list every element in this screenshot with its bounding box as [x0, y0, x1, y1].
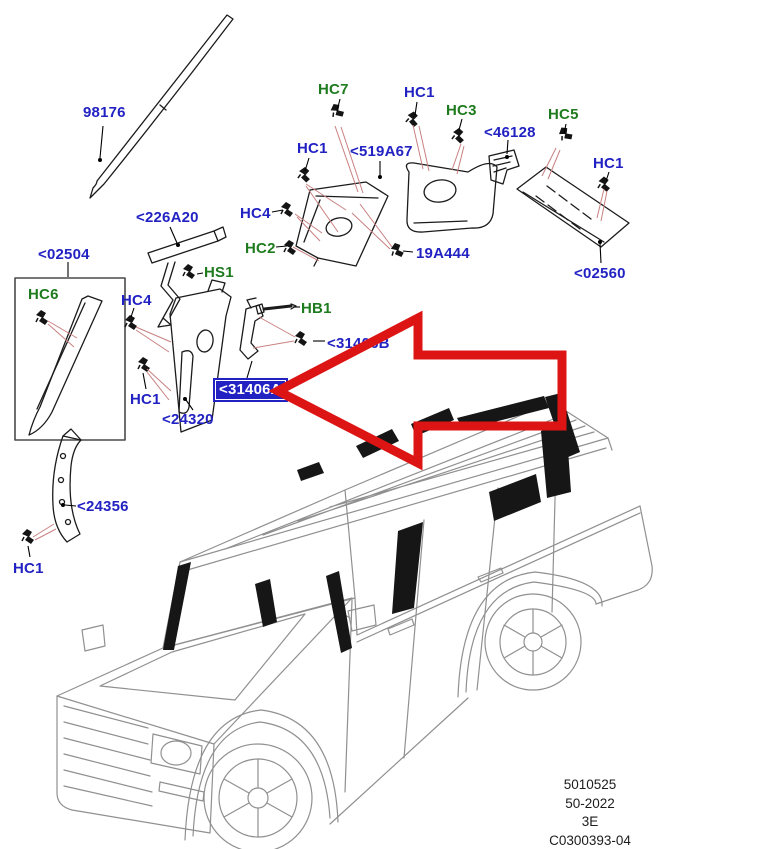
part-label-31406b[interactable]: <31406B [327, 335, 390, 352]
part-label-hc2[interactable]: HC2 [245, 240, 276, 257]
part-label-hc1-b[interactable]: HC1 [593, 155, 624, 172]
part-drawing-519a67 [295, 181, 389, 267]
part-drawing-98176 [89, 14, 234, 199]
part-label-hs1[interactable]: HS1 [204, 264, 234, 281]
part-label-hc4-b[interactable]: HC4 [121, 292, 152, 309]
part-label-02504[interactable]: <02504 [38, 246, 90, 263]
part-label-hc3[interactable]: HC3 [446, 102, 477, 119]
footer-reference-block: 5010525 50-2022 3E C0300393-04 [505, 776, 675, 849]
footer-line-4: C0300393-04 [549, 832, 631, 848]
footer-line-2: 50-2022 [565, 795, 615, 811]
part-label-226a20[interactable]: <226A20 [136, 209, 199, 226]
part-label-hc4-a[interactable]: HC4 [240, 205, 271, 222]
part-label-hc1-d[interactable]: HC1 [130, 391, 161, 408]
part-drawing-02560 [516, 166, 630, 248]
part-label-519a67[interactable]: <519A67 [350, 143, 413, 160]
vehicle-drawing [56, 401, 653, 849]
part-drawing-31406a [239, 297, 264, 360]
part-label-hb1[interactable]: HB1 [301, 300, 332, 317]
part-label-24356[interactable]: <24356 [77, 498, 129, 515]
part-label-hc6[interactable]: HC6 [28, 286, 59, 303]
part-label-46128[interactable]: <46128 [484, 124, 536, 141]
part-label-hc5[interactable]: HC5 [548, 106, 579, 123]
footer-line-1: 5010525 [563, 777, 617, 792]
part-label-hc1-c[interactable]: HC1 [297, 140, 328, 157]
part-drawings [14, 14, 630, 543]
footer-line-3: 3E [581, 814, 599, 829]
part-label-19a444[interactable]: 19A444 [416, 245, 470, 262]
part-label-hc7[interactable]: HC7 [318, 81, 349, 98]
part-label-31406a[interactable]: <31406A [215, 380, 286, 400]
part-drawing-hb1-bolt [255, 303, 297, 315]
part-label-24320[interactable]: <24320 [162, 411, 214, 428]
part-label-98176[interactable]: 98176 [83, 104, 126, 121]
part-drawing-24320 [169, 279, 232, 433]
part-drawing-226a20 [147, 226, 227, 328]
part-drawing-02504-box [14, 277, 126, 441]
part-label-hc1-e[interactable]: HC1 [13, 560, 44, 577]
part-drawing-46128-bracket [488, 149, 520, 185]
part-label-02560[interactable]: <02560 [574, 265, 626, 282]
part-drawing-46128-panel [405, 162, 498, 233]
part-label-hc1-a[interactable]: HC1 [404, 84, 435, 101]
